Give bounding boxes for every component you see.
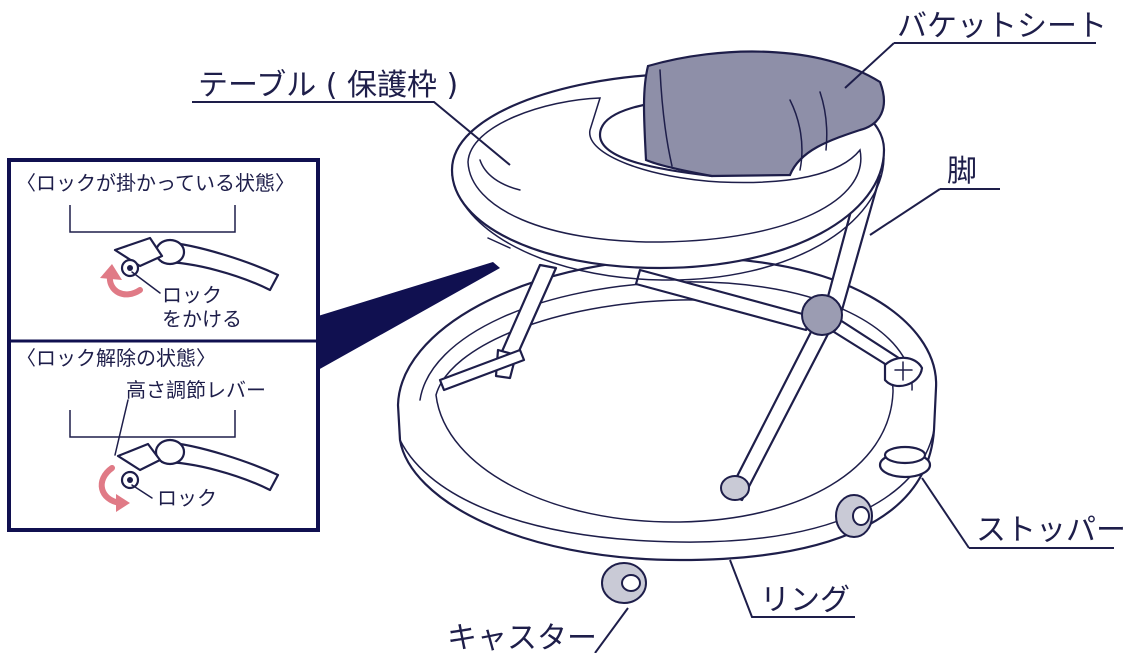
- stopper: [878, 445, 932, 479]
- lever-unlocked: [116, 438, 280, 492]
- lock-label: ロック: [157, 486, 217, 510]
- height-lever-label: 高さ調節レバー: [126, 378, 266, 402]
- caster-mid: [720, 475, 750, 501]
- locked-note-line2: をかける: [162, 307, 242, 331]
- caster-front-right: [835, 494, 873, 538]
- leg-joint: [801, 294, 843, 336]
- label-leg: 脚: [947, 154, 977, 189]
- lock-detail-inset: 〈ロックが掛かっている状態〉 ロック をかける 〈ロック解除の状態〉 高さ調節レ…: [7, 158, 320, 532]
- caster-front-left: [601, 562, 647, 604]
- label-table: テーブル ( 保護枠 ): [198, 68, 458, 103]
- locked-note-line1: ロック: [162, 283, 222, 307]
- seat-pad: [642, 50, 885, 178]
- legs: [438, 168, 924, 502]
- unlocked-state-title: 〈ロック解除の状態〉: [16, 346, 216, 370]
- label-stopper: ストッパー: [976, 513, 1124, 548]
- lever-locked: [113, 236, 280, 292]
- label-caster: キャスター: [447, 621, 597, 653]
- locked-state-title: 〈ロックが掛かっている状態〉: [16, 171, 295, 195]
- leader-lines: [192, 42, 1114, 653]
- label-ring: リング: [760, 583, 850, 618]
- baby-walker-illustration: [396, 50, 938, 604]
- bucket-seat: [598, 50, 885, 178]
- unlock-arrow-icon: [98, 465, 123, 506]
- label-bucket-seat: バケットシート: [897, 9, 1107, 44]
- lock-arrow-icon: [106, 272, 143, 298]
- callout-wedge: [318, 262, 500, 370]
- part-labels: バケットシート テーブル ( 保護枠 ) 脚 ストッパー リング キャスター: [198, 9, 1124, 653]
